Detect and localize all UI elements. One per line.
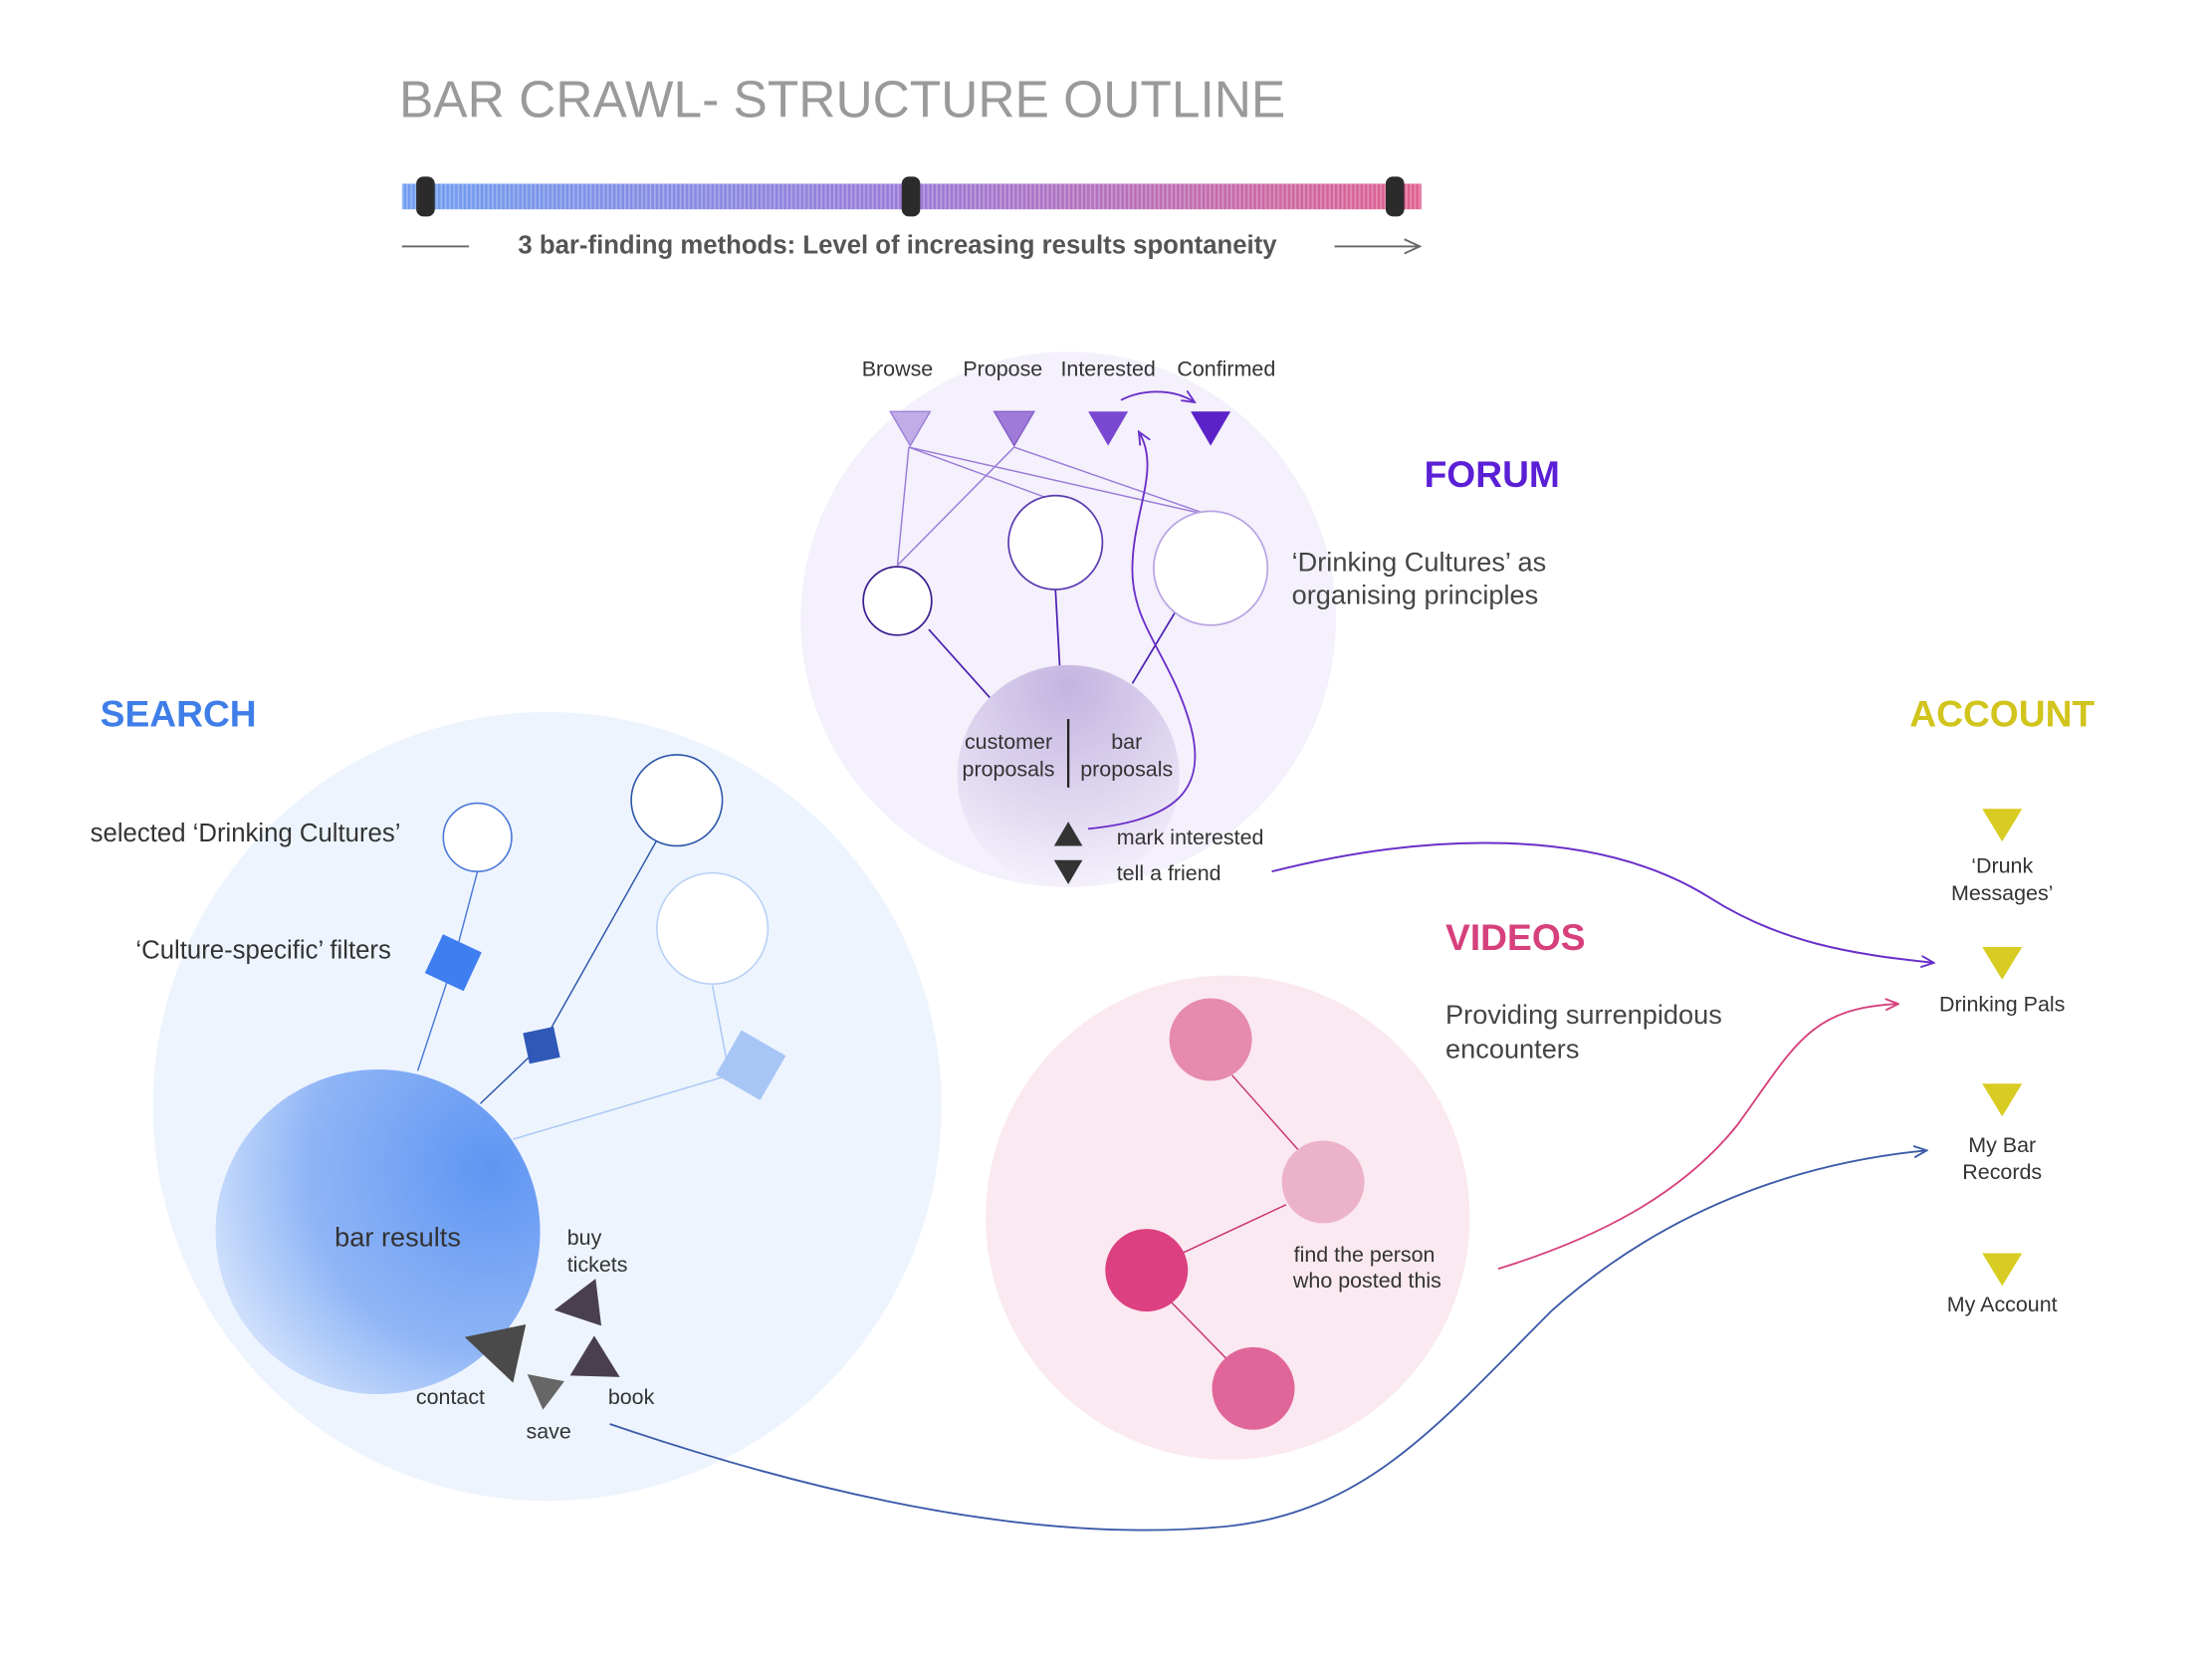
- spectrum-caption: 3 bar-finding methods: Level of increasi…: [518, 232, 1277, 260]
- mark-interested-to-stage-arrow: [1088, 433, 1197, 830]
- buy-tickets-label-line1[interactable]: buy: [567, 1226, 602, 1250]
- forum-stage-confirmed-icon[interactable]: [1191, 411, 1231, 446]
- account-section: ACCOUNT ‘Drunk Messages’ Drinking Pals M…: [1909, 692, 2095, 1316]
- forum-stage-interested[interactable]: Interested: [1060, 357, 1155, 381]
- drinking-pals-label[interactable]: Drinking Pals: [1939, 992, 2065, 1016]
- contact-icon[interactable]: [464, 1323, 527, 1383]
- forum-section: FORUM ‘Drinking Cultures’ as organising …: [862, 357, 1560, 887]
- video-node[interactable]: [1169, 998, 1252, 1081]
- book-label[interactable]: book: [608, 1385, 655, 1409]
- video-node[interactable]: [1105, 1229, 1189, 1312]
- culture-filter-node[interactable]: [424, 934, 482, 992]
- selected-drinking-cultures-label: selected ‘Drinking Cultures’: [91, 820, 401, 847]
- save-label[interactable]: save: [526, 1419, 570, 1443]
- forum-heading: FORUM: [1425, 453, 1560, 495]
- book-icon[interactable]: [569, 1335, 620, 1377]
- search-culture-node[interactable]: [630, 754, 724, 847]
- buy-tickets-icon[interactable]: [553, 1279, 602, 1326]
- videos-zone: [986, 975, 1470, 1460]
- tell-a-friend-label[interactable]: tell a friend: [1117, 861, 1221, 885]
- drunk-messages-label-line1[interactable]: ‘Drunk: [1971, 854, 2033, 878]
- hub-customer-proposals-line1: customer: [965, 730, 1052, 754]
- forum-culture-node[interactable]: [1007, 494, 1104, 591]
- drunk-messages-icon[interactable]: [1982, 809, 2023, 842]
- mark-interested-label[interactable]: mark interested: [1117, 826, 1264, 849]
- hub-bar-proposals-line1: bar: [1111, 730, 1142, 754]
- hub-customer-proposals-line2: proposals: [963, 757, 1055, 781]
- search-heading: SEARCH: [101, 692, 257, 734]
- forum-to-drinking-pals-arrow: [1271, 841, 1933, 962]
- my-bar-records-icon[interactable]: [1982, 1083, 2023, 1117]
- forum-network-links: [896, 446, 1212, 567]
- videos-description-line2: encounters: [1445, 1034, 1579, 1065]
- search-culture-node[interactable]: [442, 802, 513, 872]
- bar-results-label: bar results: [334, 1221, 461, 1252]
- save-icon[interactable]: [527, 1373, 564, 1410]
- search-to-bar-records-arrow: [609, 1150, 1925, 1532]
- bar-results-hub[interactable]: [215, 1068, 541, 1395]
- find-the-person-label-line1[interactable]: find the person: [1294, 1243, 1436, 1267]
- search-section: SEARCH selected ‘Drinking Cultures’ ‘Cul…: [91, 692, 786, 1443]
- page-title: BAR CRAWL- STRUCTURE OUTLINE: [399, 70, 1285, 127]
- contact-label[interactable]: contact: [416, 1385, 485, 1409]
- forum-stage-interested-icon[interactable]: [1088, 411, 1129, 446]
- account-heading: ACCOUNT: [1909, 692, 2095, 734]
- video-node[interactable]: [1212, 1346, 1295, 1430]
- forum-description-line2: organising principles: [1292, 579, 1539, 609]
- spectrum-handle-search[interactable]: [416, 176, 435, 217]
- forum-culture-node[interactable]: [862, 566, 933, 636]
- search-culture-node[interactable]: [656, 871, 770, 985]
- forum-description-line1: ‘Drinking Cultures’ as: [1292, 546, 1547, 577]
- forum-hub-links: [928, 589, 1177, 699]
- forum-stage-propose-icon[interactable]: [993, 410, 1036, 448]
- forum-stage-confirmed[interactable]: Confirmed: [1177, 357, 1275, 381]
- videos-section: VIDEOS Providing surrenpidous encounters…: [1105, 916, 1722, 1430]
- tell-a-friend-icon[interactable]: [1053, 859, 1083, 885]
- hub-bar-proposals-line2: proposals: [1080, 757, 1173, 781]
- videos-heading: VIDEOS: [1445, 916, 1585, 958]
- drinking-pals-icon[interactable]: [1982, 946, 2023, 980]
- forum-stage-browse-icon[interactable]: [889, 410, 932, 448]
- videos-description-line1: Providing surrenpidous: [1445, 999, 1722, 1030]
- spectrum-handle-videos[interactable]: [1386, 176, 1405, 217]
- my-bar-records-label-line1[interactable]: My Bar: [1968, 1133, 2036, 1157]
- spectrum-handle-forum[interactable]: [901, 176, 921, 217]
- culture-specific-filters-label: ‘Culture-specific’ filters: [135, 936, 390, 964]
- culture-filter-node[interactable]: [716, 1030, 786, 1100]
- interested-to-confirmed-arrow: [1120, 391, 1194, 401]
- forum-zone: [800, 352, 1336, 887]
- buy-tickets-label-line2[interactable]: tickets: [567, 1253, 628, 1277]
- videos-network-links: [1167, 1074, 1300, 1361]
- videos-to-drinking-pals-arrow: [1497, 1004, 1896, 1271]
- video-node[interactable]: [1281, 1140, 1365, 1224]
- find-the-person-label-line2[interactable]: who posted this: [1292, 1269, 1441, 1293]
- drunk-messages-label-line2[interactable]: Messages’: [1951, 881, 2053, 905]
- my-account-icon[interactable]: [1982, 1253, 2023, 1287]
- forum-stage-propose[interactable]: Propose: [963, 357, 1042, 381]
- my-account-label[interactable]: My Account: [1947, 1293, 2058, 1316]
- my-bar-records-label-line2[interactable]: Records: [1962, 1160, 2042, 1184]
- culture-filter-node[interactable]: [523, 1026, 560, 1065]
- spontaneity-spectrum: 3 bar-finding methods: Level of increasi…: [401, 176, 1422, 260]
- mark-interested-icon[interactable]: [1053, 822, 1083, 846]
- forum-stage-browse[interactable]: Browse: [862, 357, 933, 381]
- forum-culture-node[interactable]: [1153, 510, 1269, 626]
